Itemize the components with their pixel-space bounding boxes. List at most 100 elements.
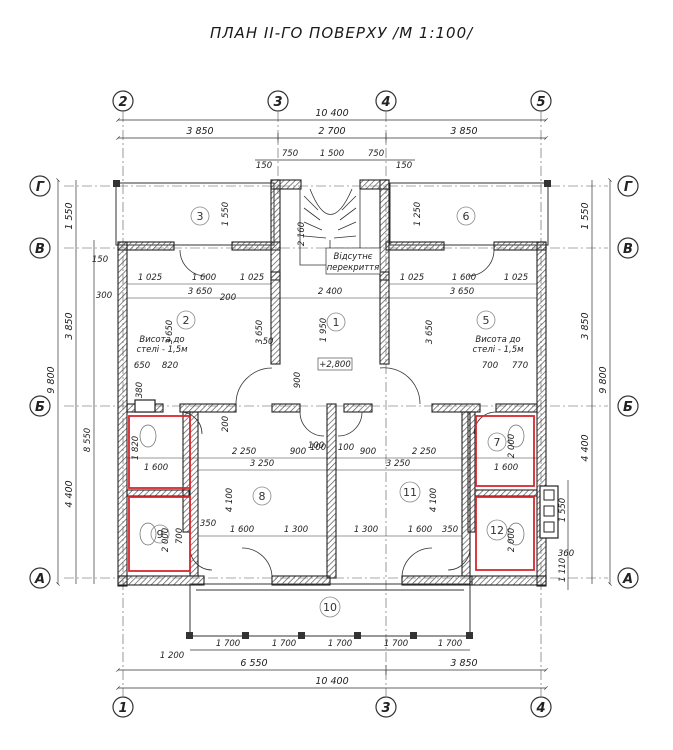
room-number-10: 10 (323, 601, 337, 614)
level-mark: +2,800 (319, 360, 350, 370)
dim-text: 50 (263, 337, 274, 347)
axis-label: Б (35, 400, 45, 415)
dim-text: 200 (220, 293, 236, 303)
dim-text: 2 160 (297, 222, 307, 246)
dim-text: 350 (200, 519, 216, 529)
dim-text: 150 (92, 255, 108, 265)
axis-label: 5 (536, 95, 545, 110)
dim-text: 3 650 (255, 320, 265, 344)
dim-text: 1 820 (131, 436, 141, 460)
dim-text: 3 850 (450, 126, 477, 137)
room-number-2: 2 (183, 314, 190, 327)
dim-text: 1 025 (400, 273, 424, 283)
dim-text: 1 600 (408, 525, 432, 535)
dim-text: 1 500 (320, 149, 344, 159)
walls (117, 179, 547, 587)
dim-text: 650 (134, 361, 150, 371)
room-number-6: 6 (463, 210, 470, 223)
dim-text: 1 550 (221, 202, 231, 226)
dim-text: 900 (293, 372, 303, 388)
axis-label: А (622, 572, 633, 587)
dim-text: 1 550 (580, 202, 591, 229)
dim-text: 750 (282, 149, 298, 159)
dim-text: 9 800 (598, 366, 609, 393)
interior-dimensions: 1 025 1 600 1 025 1 025 1 600 1 025 3 65… (92, 202, 574, 559)
dim-text: 1 300 (354, 525, 378, 535)
dim-text: 150 (256, 161, 272, 171)
dim-text: 1 600 (452, 273, 476, 283)
dim-text: 100 (338, 443, 354, 453)
dim-text: 1 700 (328, 639, 352, 649)
dim-text: 1 700 (384, 639, 408, 649)
balcony-posts (113, 180, 551, 639)
door-swings (179, 249, 497, 577)
dim-text: 3 850 (64, 312, 75, 339)
dim-text: 1 700 (272, 639, 296, 649)
room-number-8: 8 (259, 490, 266, 503)
dim-text: 3 650 (188, 287, 212, 297)
dim-overall-bottom: 10 400 (315, 676, 348, 687)
axis-label: Г (36, 180, 45, 195)
dim-text: 150 (396, 161, 412, 171)
dim-text: 8 550 (83, 428, 93, 452)
axis-label: Г (624, 180, 633, 195)
dim-text: 1 700 (438, 639, 462, 649)
dim-text: 1 200 (160, 651, 184, 661)
dim-text: 9 800 (46, 366, 57, 393)
dim-text: 2 700 (318, 126, 345, 137)
dim-text: 3 650 (450, 287, 474, 297)
dim-text: 100 (310, 443, 326, 453)
dim-text: 1 250 (413, 202, 423, 226)
room-number-3: 3 (197, 210, 204, 223)
axis-bubbles: 2 3 4 5 1 3 4 Г В Б А Г В Б А (29, 90, 639, 718)
dim-text: 200 (221, 416, 231, 432)
dim-text: 1 600 (494, 463, 518, 473)
note-no-floor-line1: Відсутнє (334, 252, 373, 262)
room-number-11: 11 (403, 486, 417, 499)
dim-text: 1 600 (192, 273, 216, 283)
dim-text: 1 950 (319, 318, 329, 342)
room-numbers: 1 2 3 5 6 7 8 9 10 11 12 (150, 206, 508, 618)
dim-text: 3 650 (165, 320, 175, 344)
dim-text: 100 (308, 441, 324, 451)
note-left-height-line1: Висота до (139, 335, 184, 345)
axis-label: 1 (118, 701, 127, 716)
dim-text: 4 100 (225, 488, 235, 512)
room-number-1: 1 (333, 316, 340, 329)
note-right-height-line1: Висота до (475, 335, 520, 345)
dim-text: 4 400 (64, 480, 75, 507)
room-number-5: 5 (483, 314, 490, 327)
dim-text: 6 550 (240, 658, 267, 669)
axis-label: 3 (381, 701, 390, 716)
dim-text: 2 250 (412, 447, 436, 457)
dim-text: 700 (175, 528, 185, 544)
axis-label: 4 (380, 95, 390, 110)
dimension-lines (56, 118, 612, 690)
note-no-floor-line2: перекриття (327, 263, 379, 273)
note-left-height-line2: стелі - 1,5м (136, 345, 188, 355)
dim-text: 1 025 (504, 273, 528, 283)
room-number-7: 7 (494, 436, 501, 449)
dim-text: 1 600 (144, 463, 168, 473)
dim-text: 900 (290, 447, 306, 457)
dim-text: 350 (442, 525, 458, 535)
dim-text: 750 (368, 149, 384, 159)
dim-text: 1 110 (558, 558, 568, 582)
axis-label: В (623, 242, 633, 257)
axis-label: 3 (273, 95, 282, 110)
dim-text: 3 250 (386, 459, 410, 469)
dim-text: 2 000 (161, 528, 171, 552)
dim-text: 1 025 (138, 273, 162, 283)
dim-text: 2 000 (507, 528, 517, 552)
dim-overall-top: 10 400 (315, 108, 348, 119)
plan-title: ПЛАН II-ГО ПОВЕРХУ /М 1:100/ (210, 24, 474, 42)
dim-text: 1 700 (216, 639, 240, 649)
dim-text: 3 850 (186, 126, 213, 137)
axis-label: 2 (118, 95, 127, 110)
dim-text: 2 400 (318, 287, 342, 297)
dim-text: 2 000 (507, 434, 517, 458)
dim-text: 3 850 (580, 312, 591, 339)
highlight-boxes (128, 415, 535, 572)
ventilation-blocks (134, 399, 559, 539)
